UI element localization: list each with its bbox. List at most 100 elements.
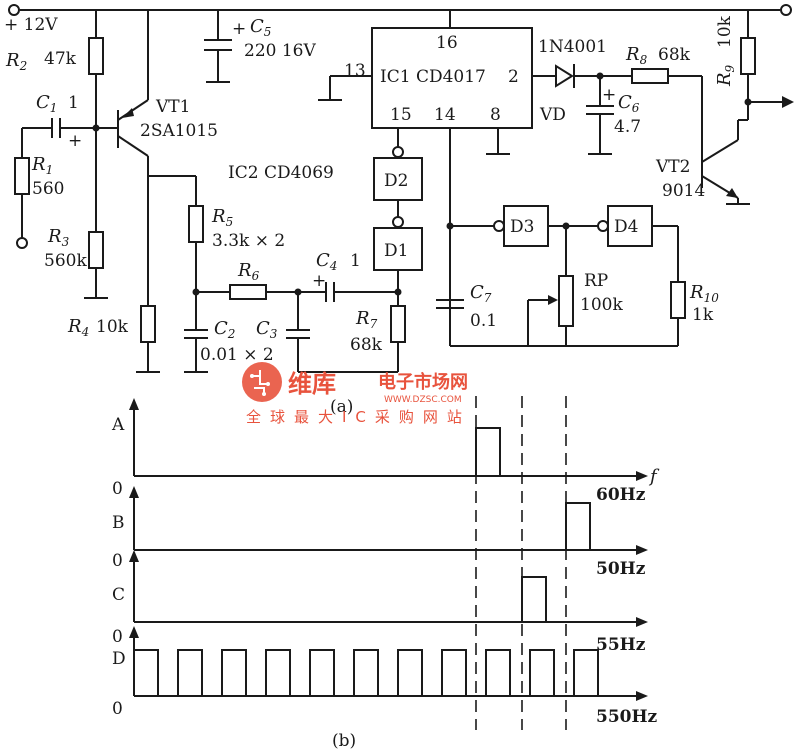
caption-a: (a) <box>330 397 353 417</box>
vd-diode <box>555 64 574 88</box>
watermark-title: 电子市场网 <box>378 371 468 393</box>
watermark-url: WWW.DZSC.COM <box>384 395 462 405</box>
r9-value: 10k <box>715 15 735 48</box>
supply-label: + 12V <box>4 15 58 35</box>
ic1-cd4017 <box>371 27 533 129</box>
r4-value: 10k <box>96 317 129 337</box>
waveform-3-pulse-6 <box>397 649 423 696</box>
waveform-2-x-arrow <box>636 617 648 627</box>
c3-value: 0.01 × 2 <box>200 345 274 365</box>
c6-value: 4.7 <box>614 117 641 137</box>
r1-ref: R1 <box>31 154 53 177</box>
rp-name: RP <box>584 271 608 291</box>
svg-text:+: + <box>232 19 246 39</box>
c4-value: 1 <box>350 251 361 271</box>
waveform-3-pulse-5 <box>353 649 379 696</box>
waveform-label-1: B <box>112 513 125 533</box>
r4-resistor <box>140 305 156 343</box>
waveform-zero-0: 0 <box>112 479 123 499</box>
gate-d4 <box>607 205 653 247</box>
rp-value: 100k <box>580 295 623 315</box>
vt1-name: VT1 <box>155 97 190 117</box>
r7-resistor <box>390 305 406 343</box>
waveform-label-2: C <box>112 585 125 605</box>
svg-text:+: + <box>312 271 326 291</box>
waveform-zero-3: 0 <box>112 699 123 719</box>
r2-value: 47k <box>44 49 77 69</box>
waveform-3-pulse-10 <box>573 649 599 696</box>
svg-text:15: 15 <box>390 105 412 125</box>
caption-b: (b) <box>332 731 356 751</box>
r2-resistor <box>88 37 104 75</box>
svg-text:D4: D4 <box>614 217 638 237</box>
supply-terminal-right <box>780 4 792 16</box>
svg-text:2: 2 <box>508 67 519 87</box>
waveform-0-x-arrow <box>636 471 648 481</box>
vt1-type: 2SA1015 <box>140 121 218 141</box>
svg-text:16: 16 <box>436 33 458 53</box>
ic2-name: IC2 CD4069 <box>228 163 334 183</box>
gate-d1 <box>373 227 423 271</box>
input-terminal <box>16 237 28 249</box>
watermark-logo-icon <box>242 362 282 402</box>
r7-ref: R7 <box>355 308 378 331</box>
waveform-freq-3: 550Hz <box>596 707 658 727</box>
waveform-3-x-arrow <box>636 691 648 701</box>
svg-text:8: 8 <box>490 105 501 125</box>
c7-value: 0.1 <box>470 311 497 331</box>
r3-ref: R3 <box>47 226 70 249</box>
r5-ref: R5 <box>211 206 233 229</box>
r8-value: 68k <box>658 45 691 65</box>
c5-ref: C5 <box>250 16 271 39</box>
waveform-3-pulse-7 <box>441 649 467 696</box>
c4-ref: C4 <box>316 250 337 273</box>
waveform-1-pulse-0 <box>565 502 591 550</box>
waveform-0-pulse-0 <box>475 427 501 476</box>
svg-text:+: + <box>602 85 616 105</box>
svg-text:D1: D1 <box>384 241 408 261</box>
c5-value: 220 16V <box>244 41 316 61</box>
waveform-freq-0: 60Hz <box>596 485 646 505</box>
r9-resistor <box>740 37 756 75</box>
waveform-3-pulse-8 <box>485 649 511 696</box>
waveform-zero-2: 0 <box>112 627 123 647</box>
waveform-3-pulse-2 <box>221 649 247 696</box>
r4-ref: R4 <box>67 316 89 339</box>
waveform-3-pulse-3 <box>265 649 291 696</box>
c7-ref: C7 <box>470 282 492 305</box>
waveform-0-y-arrow <box>129 398 139 410</box>
svg-text:D2: D2 <box>384 171 408 191</box>
r6-resistor <box>229 284 267 300</box>
waveform-freq-1: 50Hz <box>596 559 646 579</box>
waveform-3-pulse-4 <box>309 649 335 696</box>
vt2-transistor <box>701 139 750 205</box>
svg-text:13: 13 <box>344 61 366 81</box>
waveform-1-x-arrow <box>636 545 648 555</box>
watermark-slogan: 全球最大IC采购网站 <box>246 408 471 426</box>
waveform-3-pulse-9 <box>529 649 555 696</box>
vt2-type: 9014 <box>662 181 705 201</box>
c1-ref: C1 <box>36 92 57 115</box>
waveform-2-y-arrow <box>129 550 139 562</box>
r6-ref: R6 <box>237 260 260 283</box>
gate-d2 <box>373 157 423 201</box>
waveform-label-0: A <box>111 415 125 435</box>
vd-type: 1N4001 <box>538 37 607 57</box>
waveform-label-3: D <box>112 649 126 669</box>
r10-ref: R10 <box>689 282 719 305</box>
axis-symbol-f: f <box>648 466 660 487</box>
supply-terminal-left <box>8 4 20 16</box>
vd-name: VD <box>539 105 566 125</box>
r9-ref: R9 <box>714 64 737 87</box>
c2-ref: C2 <box>214 318 235 341</box>
waveform-3-pulse-0 <box>133 649 159 696</box>
watermark: 维库 电子市场网 WWW.DZSC.COM 全球最大IC采购网站 <box>242 362 471 426</box>
r1-resistor <box>14 157 30 195</box>
r2-ref: R2 <box>5 50 27 73</box>
svg-text:D3: D3 <box>510 217 534 237</box>
vt2-name: VT2 <box>655 157 690 177</box>
r1-value: 560 <box>32 179 64 199</box>
waveform-freq-2: 55Hz <box>596 635 646 655</box>
